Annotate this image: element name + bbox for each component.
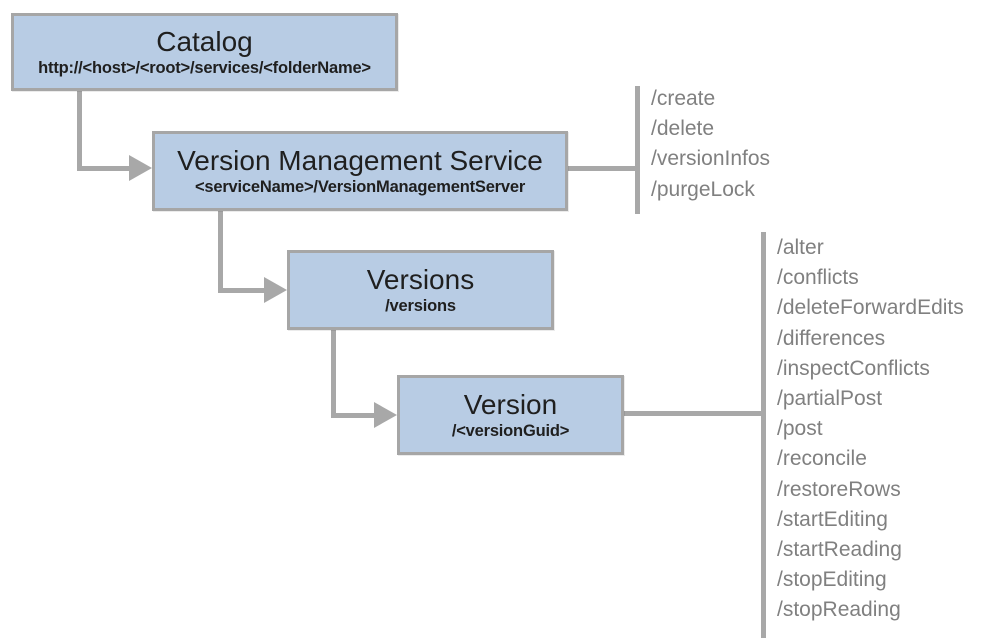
node-catalog-subtitle: http://<host>/<root>/services/<folderNam… xyxy=(38,58,371,77)
operation-item: /restoreRows xyxy=(777,477,901,501)
node-catalog-title: Catalog xyxy=(156,25,253,57)
node-version-subtitle: /<versionGuid> xyxy=(451,421,570,440)
node-version-title: Version xyxy=(463,388,558,420)
operation-item: /stopEditing xyxy=(777,568,887,592)
operation-item: /stopReading xyxy=(777,598,901,622)
node-versions: Versions /versions xyxy=(287,250,554,330)
node-catalog: Catalog http://<host>/<root>/services/<f… xyxy=(11,13,398,91)
connector-catalog-to-vms-horizontal xyxy=(77,166,132,171)
operation-item: /create xyxy=(651,87,716,110)
operation-item: /versionInfos xyxy=(651,147,771,171)
connector-vms-to-versions-vertical xyxy=(218,211,223,293)
arrowhead-into-version-icon xyxy=(374,402,397,428)
operation-item: /deleteForwardEdits xyxy=(777,296,964,320)
vms-operations-list: /create /delete /versionInfos /purgeLock xyxy=(651,84,770,205)
node-versions-title: Versions xyxy=(366,263,475,295)
operation-item: /post xyxy=(777,417,823,441)
operation-item: /reconcile xyxy=(777,447,867,471)
operation-item: /delete xyxy=(651,117,715,141)
operation-item: /purgeLock xyxy=(651,177,755,201)
operation-item: /conflicts xyxy=(777,266,859,290)
bracket-version-operations xyxy=(761,232,766,638)
operation-item: /startEditing xyxy=(777,507,888,531)
operation-item: /differences xyxy=(777,326,886,350)
operation-item: /inspectConflicts xyxy=(777,356,930,380)
arrowhead-into-vms-icon xyxy=(129,155,152,181)
node-versions-subtitle: /versions xyxy=(385,296,456,315)
connector-catalog-to-vms-vertical xyxy=(77,91,82,171)
node-vms-title: Version Management Service xyxy=(177,144,543,176)
node-version-management-service: Version Management Service <serviceName>… xyxy=(152,131,568,211)
connector-vms-to-versions-horizontal xyxy=(218,288,266,293)
connector-versions-to-version-horizontal xyxy=(331,413,376,418)
connector-vms-to-operations xyxy=(568,166,637,171)
bracket-vms-operations xyxy=(635,86,640,214)
operation-item: /startReading xyxy=(777,538,902,562)
node-version: Version /<versionGuid> xyxy=(397,375,624,455)
connector-versions-to-version-vertical xyxy=(331,330,336,418)
connector-version-to-operations xyxy=(624,411,763,416)
operation-item: /alter xyxy=(777,236,824,259)
operation-item: /partialPost xyxy=(777,387,883,411)
node-vms-subtitle: <serviceName>/VersionManagementServer xyxy=(194,177,526,196)
version-operations-list: /alter /conflicts /deleteForwardEdits /d… xyxy=(777,233,964,626)
arrowhead-into-versions-icon xyxy=(264,277,287,303)
